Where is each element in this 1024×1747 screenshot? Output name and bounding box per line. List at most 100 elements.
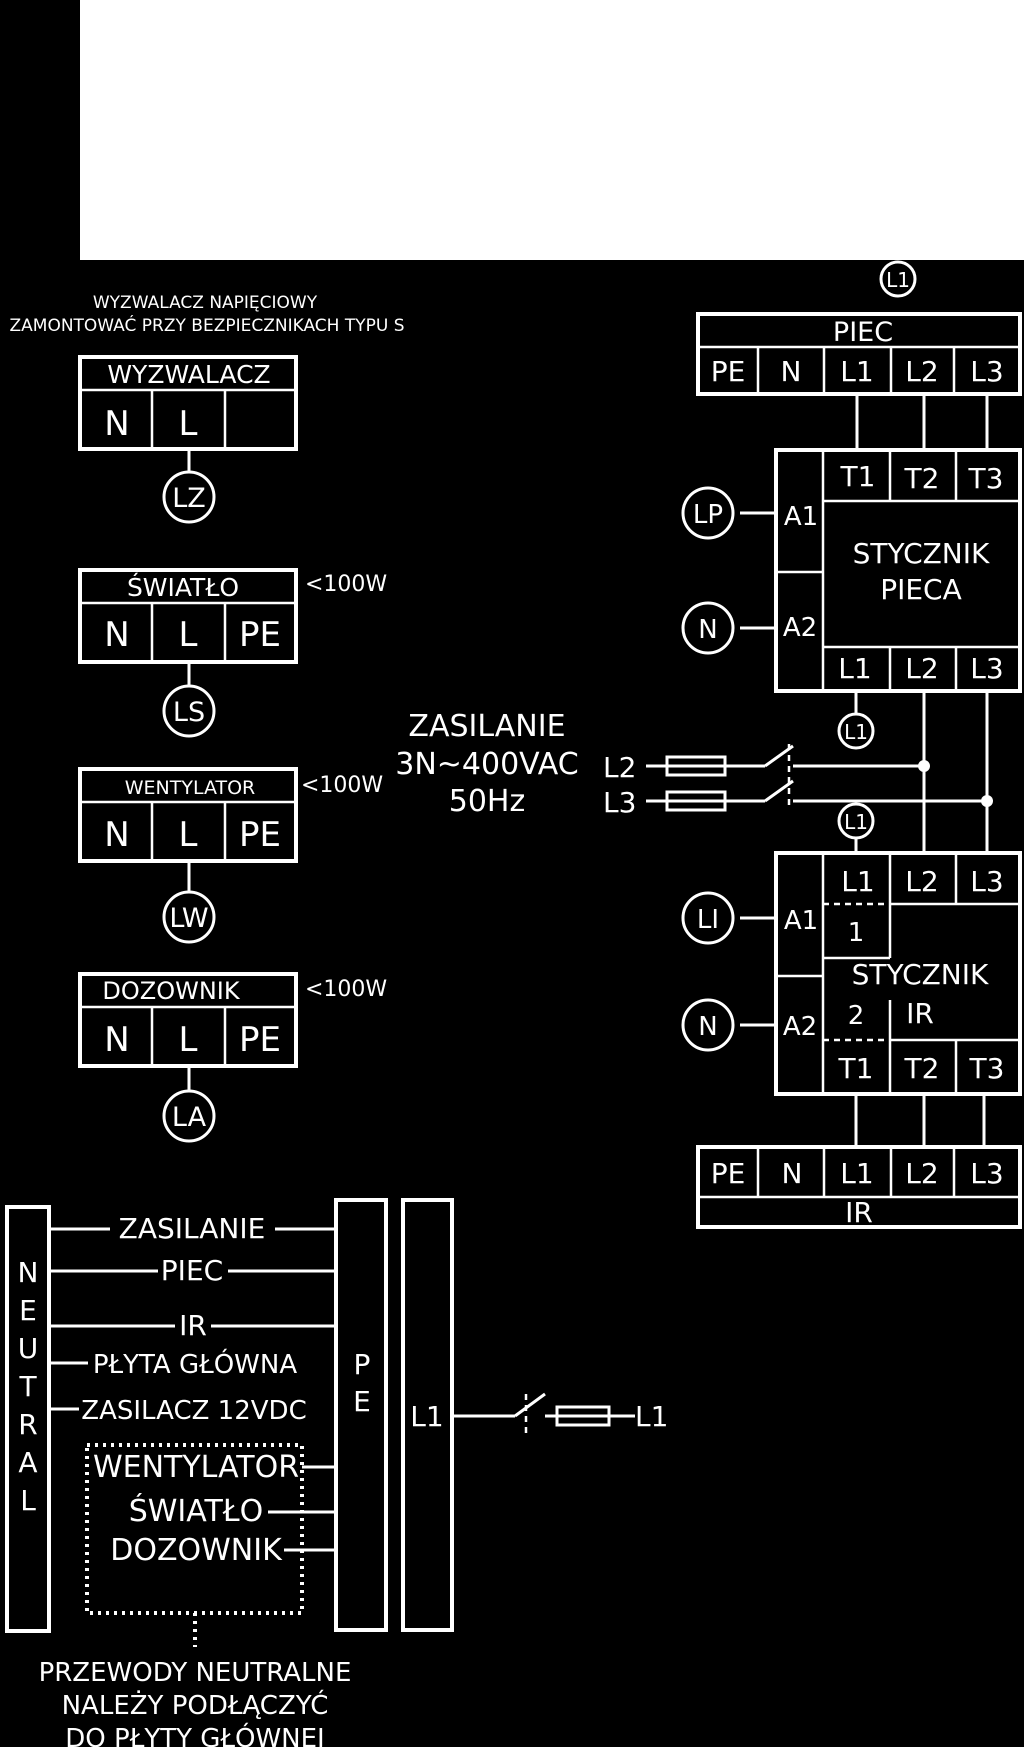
ir-block: PE N L1 L2 L3 IR — [696, 1145, 1022, 1229]
lw-circle — [162, 890, 216, 944]
light-n-terminal: N — [104, 615, 129, 655]
group-dispenser: DOZOWNIK — [110, 1533, 283, 1568]
trip-n-terminal: N — [104, 404, 129, 444]
lw-label: LW — [169, 903, 208, 934]
li-label: LI — [697, 905, 719, 935]
lz-label: LZ — [172, 483, 206, 514]
ir-title: IR — [845, 1196, 873, 1229]
supply-line3: 50Hz — [449, 784, 525, 819]
l1-out-label: L1 — [635, 1400, 668, 1433]
n-circle-piec — [681, 601, 735, 655]
dispenser-l-terminal: L — [179, 1020, 198, 1060]
dispenser-device: DOZOWNIK N L PE <100W LA — [78, 972, 387, 1143]
neutral-wire-piec: PIEC — [161, 1254, 223, 1287]
fan-l-terminal: L — [179, 815, 198, 855]
ir-contactor-label1: STYCZNIK — [852, 958, 989, 991]
piec-l1-circle — [879, 260, 917, 298]
piec-terminal-l1: L1 — [840, 355, 873, 388]
n-label-ir: N — [698, 1012, 717, 1042]
fan-title: WENTYLATOR — [125, 777, 256, 799]
trip-title: WYZWALACZ — [107, 360, 270, 389]
footer-line2: NALEŻY PODŁĄCZYĆ — [62, 1689, 329, 1721]
trip-note: WYZWALACZ NAPIĘCIOWY ZAMONTOWAĆ PRZY BEZ… — [10, 293, 405, 336]
piec-contactor-a2: A2 — [783, 613, 817, 643]
contactor-ir: L1 L1 L2 L3 1 STYCZNIK IR 2 A1 A2 T1 T2 … — [681, 802, 1022, 1147]
footer-line1: PRZEWODY NEUTRALNE — [39, 1658, 352, 1688]
pe-letter-p: P — [354, 1348, 371, 1381]
ir-contactor-t2: T2 — [904, 1052, 940, 1085]
piec-block: L1 PIEC PE N L1 L2 L3 — [696, 260, 1022, 450]
neutral-wire-zasilanie: ZASILANIE — [119, 1212, 266, 1245]
group-fan: WENTYLATOR — [93, 1450, 299, 1485]
ir-terminal-l2: L2 — [905, 1157, 938, 1190]
pe-letter-e: E — [353, 1385, 371, 1418]
piec-terminal-pe: PE — [711, 355, 746, 388]
neutral-bar: N E U T R A L — [5, 1205, 51, 1633]
piec-contactor-t3: T3 — [968, 462, 1004, 495]
piec-contactor-t2: T2 — [904, 462, 940, 495]
neutral-wire-mainboard: PŁYTA GŁÓWNA — [93, 1348, 297, 1380]
ir-contactor-l1: L1 — [841, 865, 874, 898]
piec-terminal-l3: L3 — [970, 355, 1003, 388]
ir-contactor-a1: A1 — [784, 906, 818, 936]
piec-contactor-l1-tag: L1 — [844, 720, 868, 744]
lp-circle — [681, 486, 735, 540]
ir-contactor-l1-tag: L1 — [844, 810, 868, 834]
group-light: ŚWIATŁO — [129, 1492, 264, 1529]
trip-l-terminal: L — [179, 404, 198, 444]
neutral-wire-psu: ZASILACZ 12VDC — [81, 1396, 306, 1426]
piec-contactor-l3: L3 — [970, 652, 1003, 685]
light-l-terminal: L — [179, 615, 198, 655]
ir-contactor-sub2: 2 — [848, 1001, 865, 1031]
ir-terminal-l3: L3 — [970, 1157, 1003, 1190]
ir-contactor-a2: A2 — [783, 1012, 817, 1042]
trip-note-line1: WYZWALACZ NAPIĘCIOWY — [93, 293, 318, 313]
la-circle — [162, 1089, 216, 1143]
ir-contactor-l3: L3 — [970, 865, 1003, 898]
dispenser-power: <100W — [305, 977, 387, 1002]
piec-contactor-a1: A1 — [784, 502, 818, 532]
ir-contactor-l2: L2 — [905, 865, 938, 898]
dispenser-pe-terminal: PE — [239, 1020, 281, 1060]
piec-terminal-n: N — [781, 355, 802, 388]
dispenser-n-terminal: N — [104, 1020, 129, 1060]
fan-device: WENTYLATOR N L PE <100W LW — [78, 767, 383, 944]
ls-circle — [162, 684, 216, 738]
piec-l1-tag: L1 — [886, 268, 910, 292]
supply-lines: L2 L3 — [603, 744, 993, 819]
neutral-wires: ZASILANIE PIEC IR PŁYTA GŁÓWNA ZASILACZ … — [49, 1212, 336, 1426]
neutral-letter-2: E — [19, 1294, 37, 1327]
supply-l2-label: L2 — [603, 751, 636, 784]
pe-bar: P E — [334, 1198, 388, 1632]
supply-line1: ZASILANIE — [408, 709, 565, 744]
neutral-letter-7: L — [20, 1484, 36, 1517]
piec-contactor-l1-circle — [837, 712, 875, 750]
neutral-letter-1: N — [18, 1256, 39, 1289]
dispenser-title: DOZOWNIK — [102, 977, 240, 1005]
ir-terminal-l1: L1 — [840, 1157, 873, 1190]
neutral-letter-5: R — [18, 1408, 37, 1441]
ir-terminal-pe: PE — [711, 1157, 746, 1190]
ir-contactor-t1: T1 — [838, 1052, 874, 1085]
neutral-letter-4: T — [18, 1370, 37, 1403]
piec-title: PIEC — [833, 317, 893, 348]
l1-bar: L1 L1 — [401, 1198, 668, 1632]
supply-line2: 3N~400VAC — [395, 747, 578, 782]
fan-pe-terminal: PE — [239, 815, 281, 855]
trip-device: WYZWALACZ N L LZ — [78, 355, 298, 524]
n-label-piec: N — [698, 615, 717, 645]
li-circle — [681, 891, 735, 945]
light-device: ŚWIATŁO N L PE <100W LS — [78, 568, 387, 738]
neutral-wire-ir: IR — [179, 1309, 207, 1342]
supply-label: ZASILANIE 3N~400VAC 50Hz — [395, 709, 578, 819]
footer-note: PRZEWODY NEUTRALNE NALEŻY PODŁĄCZYĆ DO P… — [39, 1658, 352, 1747]
piec-contactor-label2: PIECA — [880, 573, 962, 606]
piec-terminal-l2: L2 — [905, 355, 938, 388]
fan-n-terminal: N — [104, 815, 129, 855]
light-power: <100W — [305, 572, 387, 597]
top-panel — [80, 0, 1024, 260]
footer-line3: DO PŁYTY GŁÓWNEJ — [65, 1722, 324, 1747]
la-label: LA — [172, 1102, 207, 1133]
ls-label: LS — [173, 697, 205, 728]
